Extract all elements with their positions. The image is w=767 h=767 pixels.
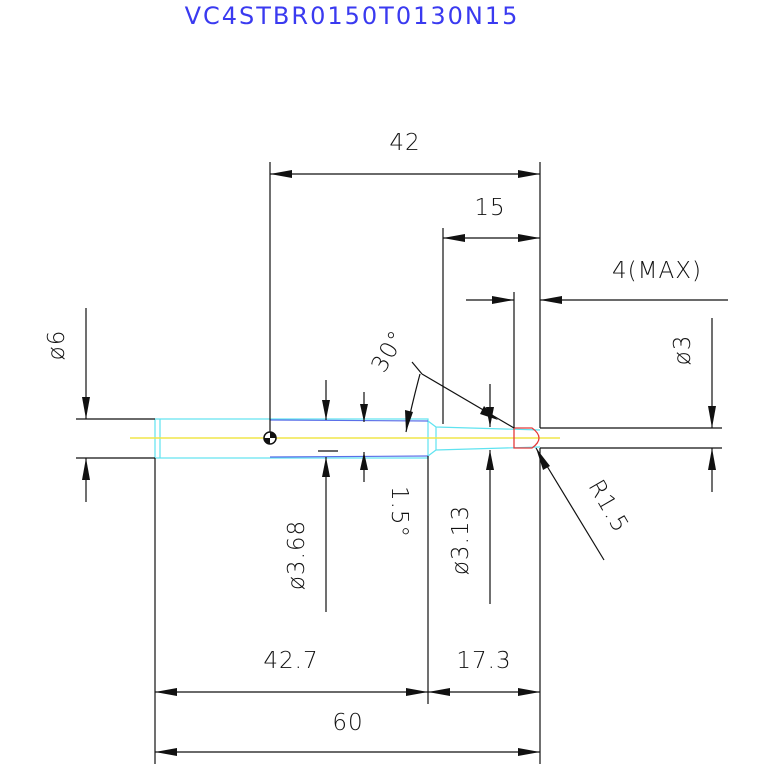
neck-segment: [269, 419, 429, 458]
label-taper-angle: 30°: [367, 326, 411, 377]
dim-radius: R1.5: [535, 447, 634, 561]
label-reach: 42: [389, 130, 420, 156]
dim-shank-length: 42.7: [154, 456, 429, 764]
dim-neck-diameter-1: ø3.68: [284, 380, 338, 612]
label-flute: 15: [474, 195, 505, 221]
dim-max-depth: 4(MAX): [466, 258, 728, 428]
label-shank-length: 42.7: [263, 648, 318, 674]
label-neck-section: 17.3: [456, 648, 511, 674]
dim-neck-diameter-2: ø3.13: [448, 384, 494, 604]
dim-small-angle: 1.5°: [360, 392, 412, 538]
label-shank-diameter: ø6: [44, 330, 70, 361]
label-neck-diameter-2: ø3.13: [448, 505, 474, 575]
label-neck-diameter-1: ø3.68: [284, 520, 310, 590]
drawing-title: VC4STBR0150T0130N15: [185, 2, 520, 30]
dim-tip-diameter: ø3: [540, 318, 722, 492]
reference-point-icon: [263, 431, 277, 445]
dim-reach: 42: [269, 130, 541, 432]
dim-flute: 15: [442, 195, 540, 424]
dim-taper-angle: 30°: [367, 326, 515, 433]
label-radius: R1.5: [583, 476, 634, 538]
dim-shank-diameter: ø6: [44, 308, 155, 502]
dim-neck-section: 17.3: [428, 448, 541, 764]
ball-tip: [513, 427, 540, 449]
dim-overall-length: 60: [155, 710, 540, 756]
label-small-angle: 1.5°: [386, 486, 412, 538]
label-overall-length: 60: [332, 710, 363, 736]
label-max-depth: 4(MAX): [612, 258, 702, 284]
label-tip-diameter: ø3: [670, 335, 696, 366]
